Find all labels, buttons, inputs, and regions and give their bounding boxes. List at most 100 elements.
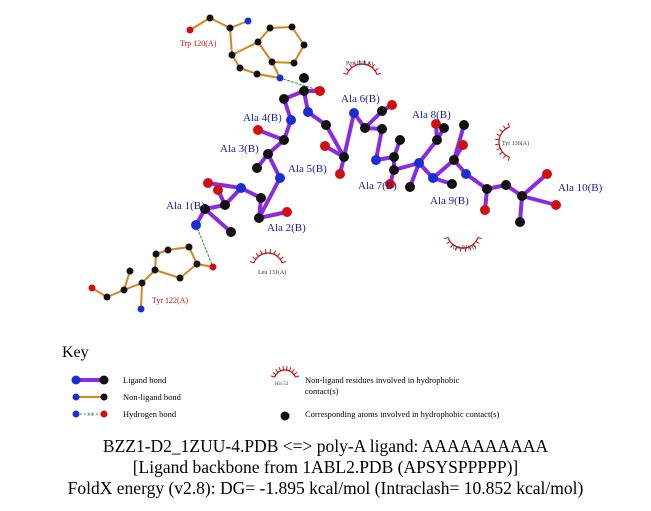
nitrogen-atom [275, 173, 285, 183]
carbon-atom [360, 123, 370, 133]
carbon-atom [266, 24, 274, 32]
carbon-atom [226, 24, 234, 32]
nitrogen-atom [286, 115, 296, 125]
ligand-bond [520, 194, 558, 207]
legend-hydrogen-bond-label: Hydrogen bond [123, 409, 177, 419]
oxygen-atom [385, 179, 395, 189]
oxygen-atom [314, 86, 322, 94]
carbon-atom [252, 163, 262, 173]
hydrogen-bond-layer [195, 77, 319, 268]
nitrogen-atom [414, 158, 424, 168]
ligand-bond [520, 172, 549, 198]
nonligand-bond [167, 246, 190, 251]
label-ala-1: Ala 1(B) [166, 200, 205, 212]
hydrophobic-arc-tyr-136 [495, 123, 510, 161]
carbon-atom [377, 124, 387, 134]
carbon-atom [253, 70, 261, 78]
carbon-atom [256, 193, 266, 203]
label-ala-4: Ala 4(B) [243, 112, 282, 124]
caption-energy: FoldX energy (v2.8): DG= -1.895 kcal/mol… [67, 478, 584, 498]
carbon-atom [395, 135, 405, 145]
nonligand-bond [231, 41, 259, 56]
carbon-atom [220, 200, 230, 210]
oxygen-atom [213, 185, 223, 195]
ligand-bond [342, 111, 356, 159]
carbon-atom [377, 106, 387, 116]
hydrophobic-arc-tyr-91 [444, 237, 482, 252]
carbon-atom [164, 246, 172, 254]
oxygen-atom [551, 200, 561, 210]
carbon-atom [290, 59, 298, 67]
nitrogen-atom [371, 155, 381, 165]
carbon-atom [254, 213, 264, 223]
oxygen-atom [542, 169, 552, 179]
label-ala-7: Ala 7(B) [358, 180, 397, 192]
legend: Key Ligand bond Non-ligand bond 3.0 Hydr… [62, 344, 499, 421]
nonligand-bond [189, 17, 211, 31]
label-pro-133: Pro 133(A) [346, 60, 373, 67]
hydrogen-bond [195, 224, 214, 268]
oxygen-atom [320, 141, 330, 151]
legend-hyd-example: His 53 [275, 382, 289, 387]
carbon-atom [288, 23, 296, 31]
nonligand-bond [179, 263, 198, 279]
carbon-atom [138, 279, 146, 287]
oxygen-atom [203, 178, 213, 188]
carbon-atom [339, 152, 349, 162]
legend-ligand-bond-label: Ligand bond [123, 375, 167, 385]
hydrogen-bond [279, 77, 319, 91]
nitrogen-atom [303, 107, 313, 117]
legend-hydrophobic-arc [270, 366, 300, 378]
oxygen-atom [387, 100, 397, 110]
carbon-atom [185, 243, 193, 251]
label-ala-3: Ala 3(B) [220, 143, 259, 155]
carbon-atom [200, 204, 210, 214]
legend-nonligand-bond: Non-ligand bond [72, 392, 182, 402]
legend-hyd-atoms-label: Corresponding atoms involved in hydropho… [305, 409, 499, 419]
nonligand-bond [229, 27, 233, 56]
carbon-atom [193, 260, 201, 268]
oxygen-atom [88, 284, 96, 292]
nonligand-bond [154, 269, 181, 279]
carbon-atom [279, 94, 289, 104]
nitrogen-atom [191, 220, 201, 230]
label-leu-131: Leu 131(A) [258, 269, 286, 276]
carbon-atom [279, 135, 289, 145]
nonligand-bond [269, 26, 293, 29]
caption-backbone: [Ligand backbone from 1ABL2.PDB (APSYSPP… [132, 457, 519, 477]
oxygen-atom [335, 169, 345, 179]
carbon-atom [299, 86, 309, 96]
ligand-bond [206, 181, 243, 190]
legend-nonligand-bond-label: Non-ligand bond [123, 392, 182, 402]
nitrogen-atom [461, 169, 471, 179]
carbon-atom [321, 120, 331, 130]
oxygen-atom [431, 119, 441, 129]
ligand-bond [374, 127, 384, 162]
nonligand-bond [271, 61, 295, 64]
nonligand-bond [209, 17, 231, 29]
carbon-atom [120, 286, 128, 294]
carbon-atom [206, 14, 214, 22]
nitrogen-atom [244, 17, 252, 25]
hydrophobic-arc-pro-133 [343, 60, 381, 75]
carbon-atom [501, 180, 511, 190]
hydrophobic-arc-leu-131 [249, 249, 287, 264]
label-trp-120: Trp 120(A) [180, 39, 217, 48]
legend-ligand-bond: Ligand bond [71, 375, 167, 385]
label-tyr-136: Tyr 136(A) [502, 140, 529, 147]
caption-title: BZZ1-D2_1ZUU-4.PDB <=> poly-A ligand: AA… [102, 436, 549, 456]
legend-hbond-length: 3.0 [87, 413, 94, 418]
oxygen-atom [480, 205, 490, 215]
carbon-atom [226, 227, 236, 237]
carbon-atom [439, 123, 449, 133]
label-ala-6: Ala 6(B) [341, 93, 380, 105]
carbon-atom [515, 217, 525, 227]
oxygen-atom [209, 263, 217, 271]
carbon-atom [126, 267, 134, 275]
carbon-atom [459, 120, 469, 130]
carbon-atom [176, 274, 184, 282]
ligand-bond [324, 123, 346, 159]
carbon-atom [236, 64, 244, 72]
carbon-atom [449, 155, 459, 165]
carbon-atom [299, 73, 309, 83]
